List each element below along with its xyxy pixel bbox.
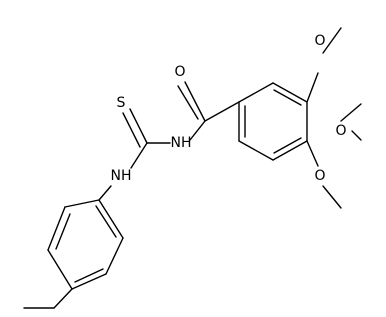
- thione-sulfur-label: S: [117, 95, 126, 111]
- ethyl-group: [23, 288, 73, 309]
- methoxy-groups: [306, 27, 362, 209]
- thiourea-linkage: [122, 108, 171, 169]
- methoxy-oxygen-3-label: O: [314, 33, 325, 49]
- trimethoxyphenyl-ring: [238, 82, 308, 161]
- amide-nitrogen-label: NH: [171, 135, 192, 151]
- ethylphenyl-ring: [47, 185, 124, 290]
- aryl-amine-nitrogen-label: NH: [111, 168, 132, 184]
- methoxy-oxygen-5-label: O: [314, 168, 325, 184]
- carbonyl-amide-linkage: [177, 81, 240, 141]
- carbonyl-oxygen-label: O: [174, 64, 185, 80]
- methoxy-oxygen-4-label: O: [335, 123, 346, 139]
